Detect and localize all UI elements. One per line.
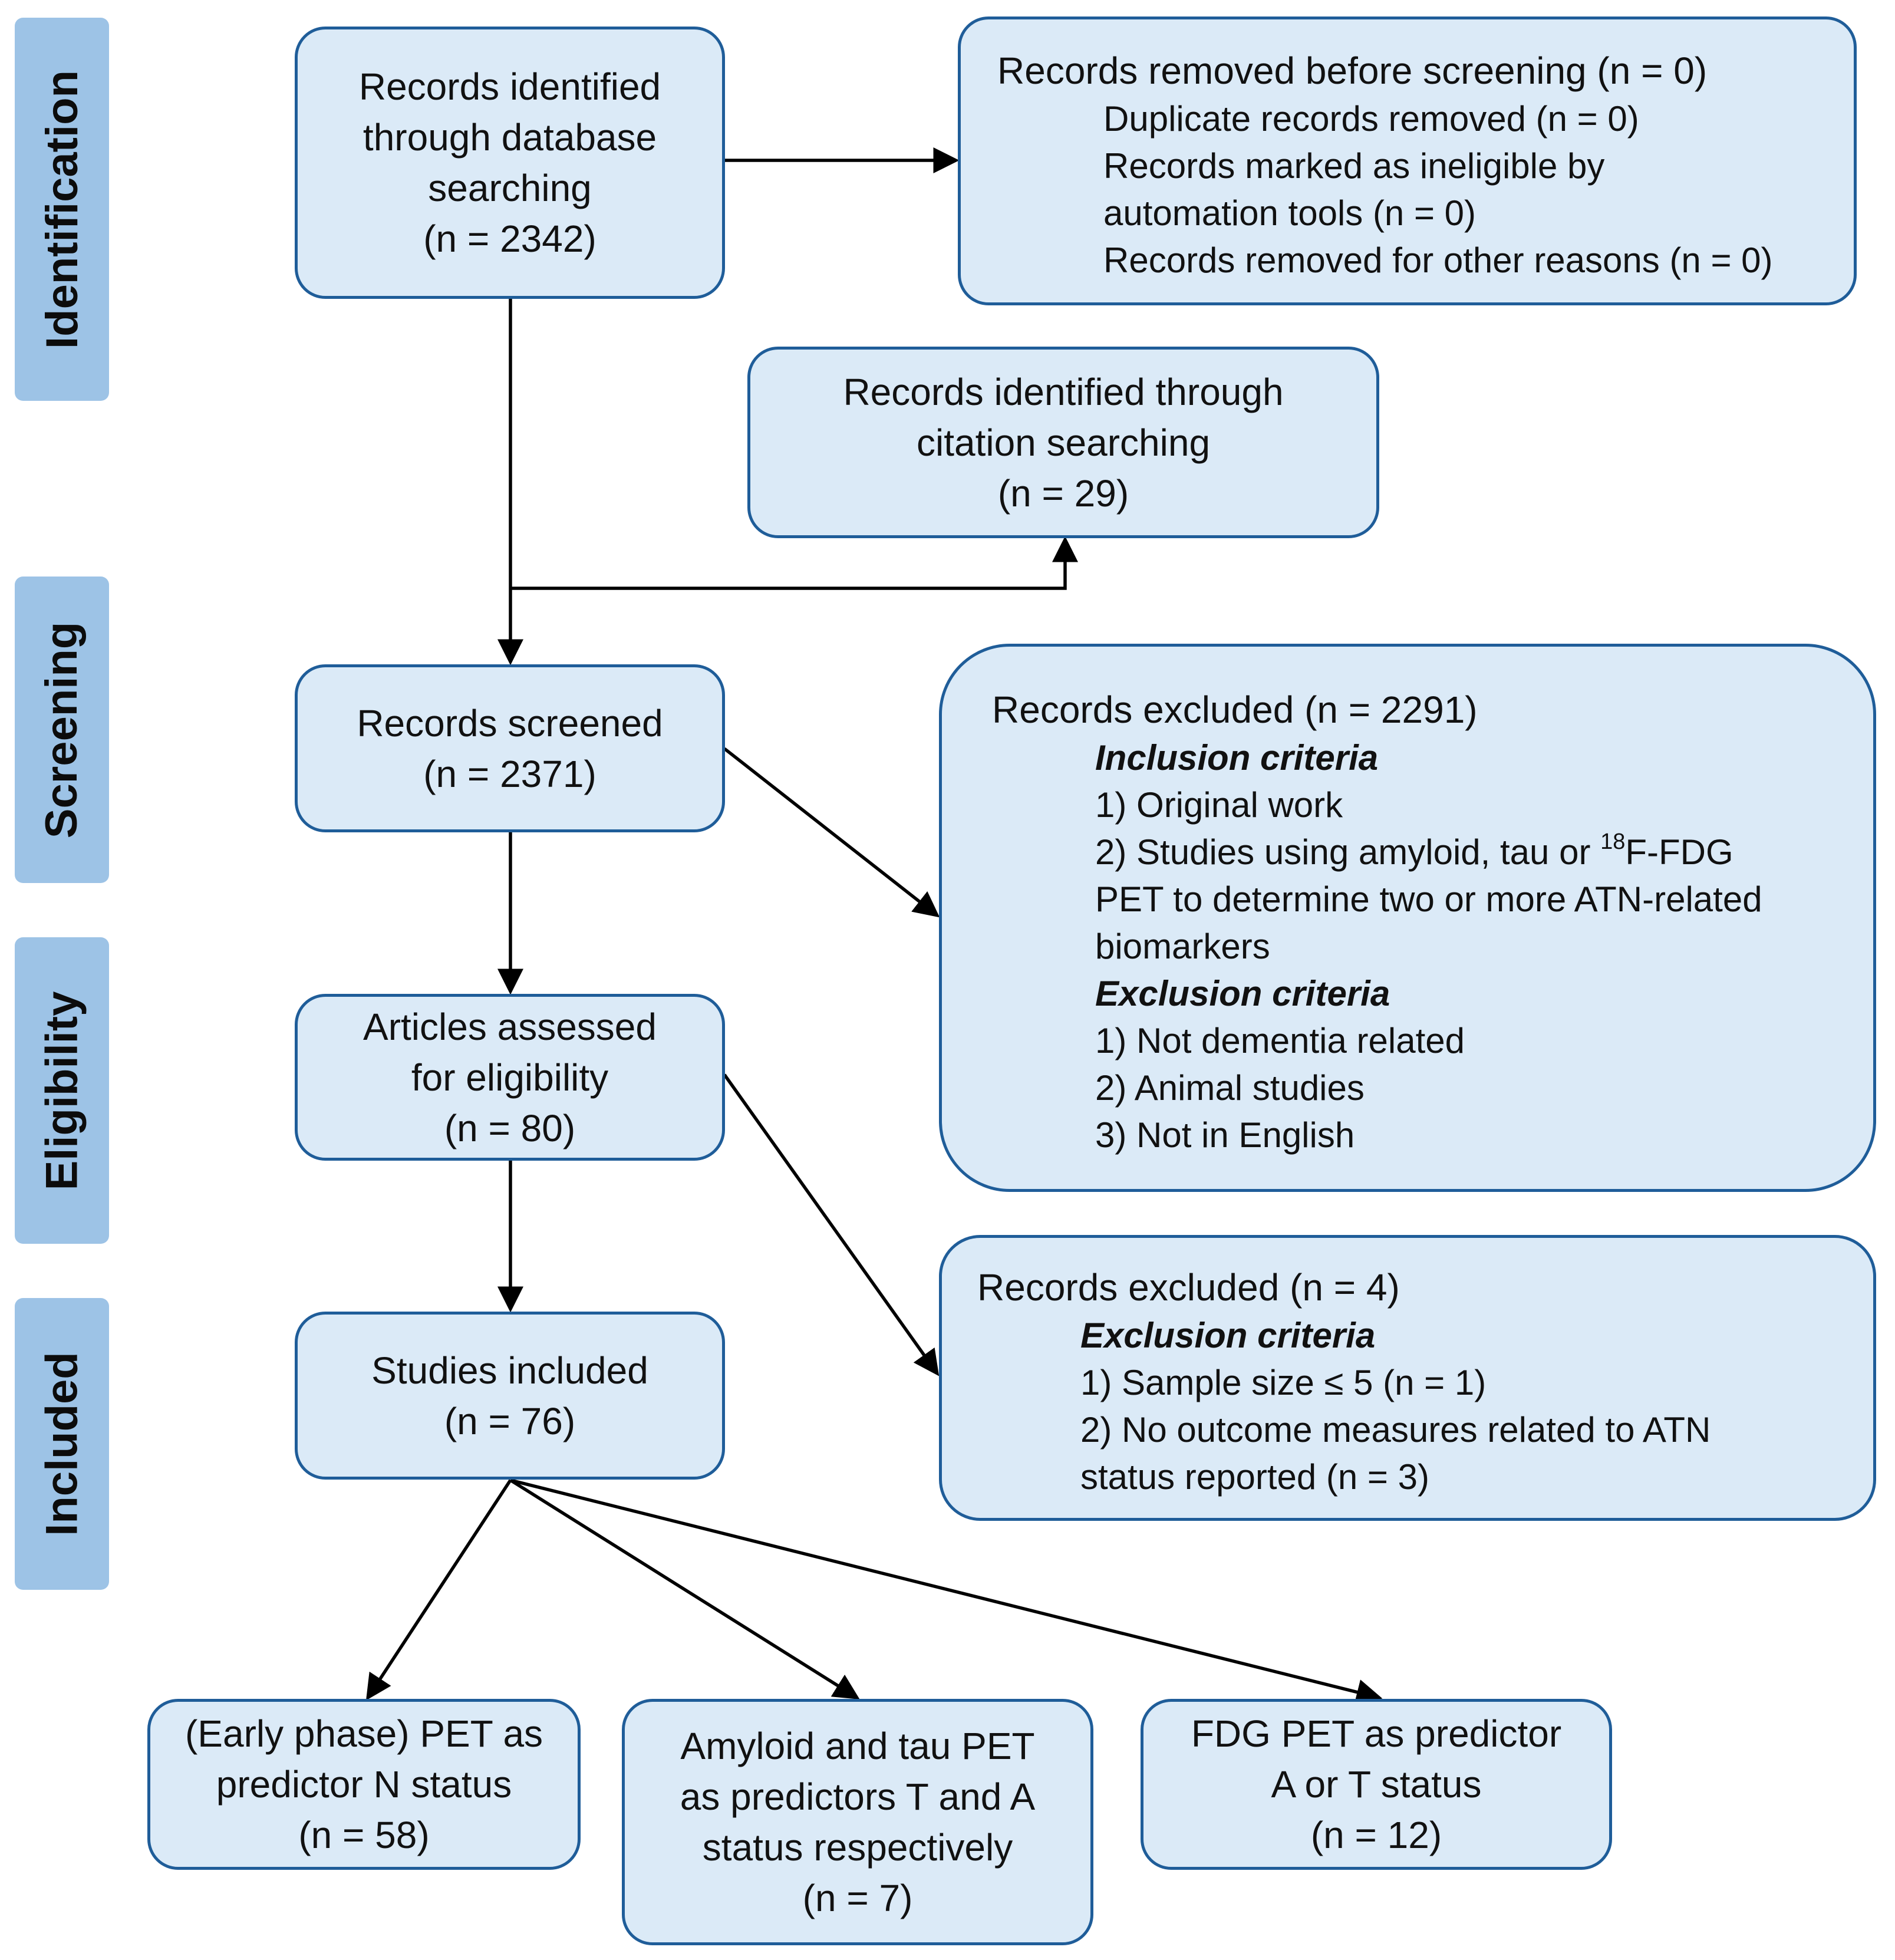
removed-before-item: automation tools (n = 0) — [1103, 193, 1477, 233]
eligibility-count: (n = 80) — [444, 1106, 576, 1149]
exclusion-item: status reported (n = 3) — [1080, 1457, 1429, 1497]
inclusion-item-text: 2) Studies using amyloid, tau or — [1095, 832, 1601, 872]
excluded-screening-box: Records excluded (n = 2291) Inclusion cr… — [939, 644, 1876, 1192]
outcome-line: status respectively — [702, 1826, 1013, 1869]
removed-before-item: Records removed for other reasons (n = 0… — [1103, 241, 1773, 280]
removed-before-title: Records removed before screening (n = 0) — [997, 50, 1708, 92]
exclusion-criteria-heading: Exclusion criteria — [1080, 1316, 1376, 1355]
arrow-screened-to-excluded — [723, 747, 940, 918]
exclusion-criteria-heading: Exclusion criteria — [1095, 974, 1390, 1013]
exclusion-item: 2) Animal studies — [1095, 1068, 1365, 1108]
exclusion-item: 3) Not in English — [1095, 1115, 1355, 1155]
outcome-line: A or T status — [1271, 1763, 1482, 1806]
excluded-screening-title: Records excluded (n = 2291) — [992, 689, 1478, 731]
arrow-to-citation — [510, 536, 1078, 590]
inclusion-item-continued: PET to determine two or more ATN-related — [1095, 879, 1762, 919]
citation-search-line: citation searching — [916, 421, 1211, 464]
eligibility-box: Articles assessed for eligibility (n = 8… — [295, 994, 725, 1161]
outcome-a-t-status-box: FDG PET as predictor A or T status (n = … — [1141, 1699, 1612, 1870]
citation-search-count: (n = 29) — [997, 472, 1129, 515]
outcome-line: (Early phase) PET as — [184, 1712, 543, 1755]
db-search-count: (n = 2342) — [423, 218, 596, 260]
stage-included-label: Included — [37, 1352, 87, 1536]
screened-count: (n = 2371) — [423, 752, 596, 795]
stage-included: Included — [15, 1298, 109, 1590]
exclusion-item: 2) No outcome measures related to ATN — [1080, 1410, 1711, 1450]
included-line: Studies included — [371, 1349, 648, 1392]
excluded-eligibility-box: Records excluded (n = 4) Exclusion crite… — [939, 1235, 1876, 1521]
outcome-line: as predictors T and A — [680, 1775, 1036, 1818]
eligibility-line: Articles assessed — [363, 1005, 657, 1048]
outcome-line: Amyloid and tau PET — [680, 1725, 1035, 1767]
stage-eligibility-label: Eligibility — [37, 991, 87, 1190]
outcome-count: (n = 12) — [1310, 1814, 1442, 1856]
inclusion-criteria-heading: Inclusion criteria — [1095, 738, 1379, 778]
removed-before-box: Records removed before screening (n = 0)… — [958, 17, 1857, 305]
arrow-included-to-outcome-2 — [509, 1478, 860, 1699]
citation-search-line: Records identified through — [843, 370, 1284, 413]
outcome-t-a-status-box: Amyloid and tau PET as predictors T and … — [622, 1699, 1093, 1945]
db-search-line: through database — [362, 116, 657, 159]
arrow-included-to-outcome-1 — [365, 1479, 512, 1701]
outcome-line: FDG PET as predictor — [1191, 1712, 1562, 1755]
outcome-count: (n = 58) — [298, 1814, 430, 1856]
screened-box: Records screened (n = 2371) — [295, 664, 725, 832]
arrow-eligibility-to-excluded — [723, 1073, 940, 1376]
stage-eligibility: Eligibility — [15, 937, 109, 1244]
screened-line: Records screened — [357, 701, 663, 745]
isotope-superscript: 18 — [1600, 829, 1626, 854]
included-count: (n = 76) — [444, 1399, 576, 1442]
removed-before-item: Records marked as ineligible by — [1103, 146, 1605, 186]
inclusion-item: 1) Original work — [1095, 785, 1343, 825]
citation-search-box: Records identified through citation sear… — [747, 347, 1379, 538]
inclusion-item-continued: biomarkers — [1095, 927, 1270, 966]
exclusion-item: 1) Sample size ≤ 5 (n = 1) — [1080, 1363, 1487, 1402]
outcome-n-status-box: (Early phase) PET as predictor N status … — [147, 1699, 581, 1870]
db-search-line: searching — [428, 167, 592, 209]
inclusion-item-text: F-FDG — [1625, 832, 1733, 872]
arrow-included-to-outcome-3 — [510, 1478, 1383, 1705]
stage-screening: Screening — [15, 577, 109, 883]
exclusion-item: 1) Not dementia related — [1095, 1021, 1465, 1060]
stage-screening-label: Screening — [37, 621, 87, 838]
outcome-line: predictor N status — [216, 1763, 512, 1806]
included-box: Studies included (n = 76) — [295, 1312, 725, 1480]
db-search-line: Records identified — [358, 65, 661, 108]
db-search-box: Records identified through database sear… — [295, 27, 725, 299]
stage-identification-label: Identification — [37, 70, 87, 349]
eligibility-line: for eligibility — [411, 1056, 609, 1099]
removed-before-item: Duplicate records removed (n = 0) — [1103, 99, 1639, 139]
stage-identification: Identification — [15, 18, 109, 401]
outcome-count: (n = 7) — [802, 1877, 913, 1919]
excluded-eligibility-title: Records excluded (n = 4) — [977, 1266, 1400, 1309]
inclusion-item: 2) Studies using amyloid, tau or 18F-FDG — [1095, 829, 1873, 876]
